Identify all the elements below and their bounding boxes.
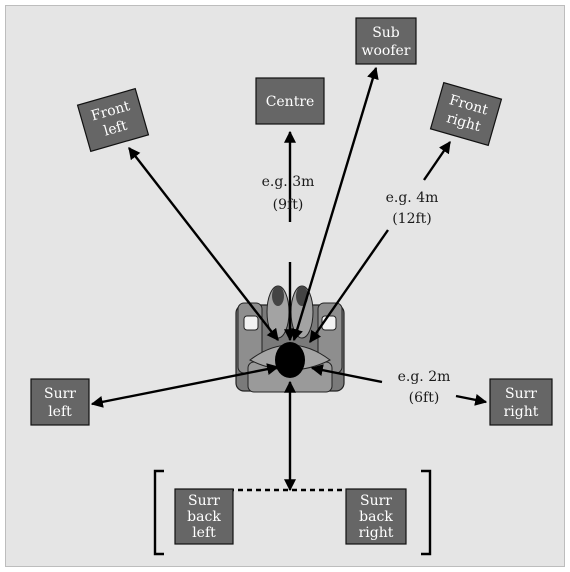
surr-left-label-line2: left bbox=[48, 404, 72, 420]
listener-hand-left bbox=[243, 315, 259, 331]
surr-back-left-label-line2: back bbox=[187, 509, 221, 525]
surr-back-left-label-line1: Surr bbox=[188, 493, 220, 509]
front-left-label-line2: left bbox=[102, 118, 129, 140]
distance-front-right-line1: e.g. 4m bbox=[386, 190, 439, 206]
subwoofer-label-line1: Sub bbox=[372, 25, 400, 41]
centre-label: Centre bbox=[266, 94, 315, 110]
speaker-surr-right: Surr right bbox=[489, 378, 553, 426]
speaker-centre: Centre bbox=[255, 77, 325, 125]
distance-centre-line2: (9ft) bbox=[273, 197, 304, 213]
distance-front-right-line2: (12ft) bbox=[392, 211, 432, 227]
arrow-front-right-upper bbox=[423, 141, 451, 181]
speaker-surr-back-right: Surr back right bbox=[345, 488, 407, 545]
bracket-left bbox=[153, 469, 164, 556]
listener-foot-left bbox=[272, 286, 284, 306]
arrow-surr-right-inner bbox=[310, 364, 383, 384]
surr-right-label-line2: right bbox=[504, 404, 539, 420]
surr-back-right-label-line2: back bbox=[359, 509, 393, 525]
bracket-right bbox=[421, 469, 432, 556]
subwoofer-label-line2: woofer bbox=[362, 43, 411, 59]
speaker-surr-left: Surr left bbox=[30, 378, 90, 426]
arrow-surr-left bbox=[90, 363, 280, 408]
distance-front-right: e.g. 4m (12ft) bbox=[386, 190, 439, 227]
distance-centre-line1: e.g. 3m bbox=[262, 174, 315, 190]
arrow-subwoofer bbox=[291, 66, 379, 342]
distance-surround-line1: e.g. 2m bbox=[398, 369, 451, 385]
surr-back-left-label-line3: left bbox=[192, 525, 216, 541]
listener-head bbox=[275, 342, 305, 378]
speaker-subwoofer: Sub woofer bbox=[355, 17, 417, 65]
surr-back-right-label-line3: right bbox=[359, 525, 394, 541]
surr-right-label-line1: Surr bbox=[505, 386, 537, 402]
distance-surround: e.g. 2m (6ft) bbox=[398, 369, 451, 406]
surr-left-label-line1: Surr bbox=[44, 386, 76, 402]
distance-surround-line2: (6ft) bbox=[409, 390, 440, 406]
surr-back-right-label-line1: Surr bbox=[360, 493, 392, 509]
speaker-front-left: Front left bbox=[76, 87, 150, 153]
distance-centre: e.g. 3m (9ft) bbox=[262, 174, 315, 213]
speaker-surr-back-left: Surr back left bbox=[174, 488, 234, 545]
arrow-surr-right-outer bbox=[455, 393, 488, 406]
arrow-front-left bbox=[128, 147, 279, 341]
arrow-front-right-lower bbox=[309, 229, 389, 343]
speaker-front-right: Front right bbox=[429, 81, 503, 147]
